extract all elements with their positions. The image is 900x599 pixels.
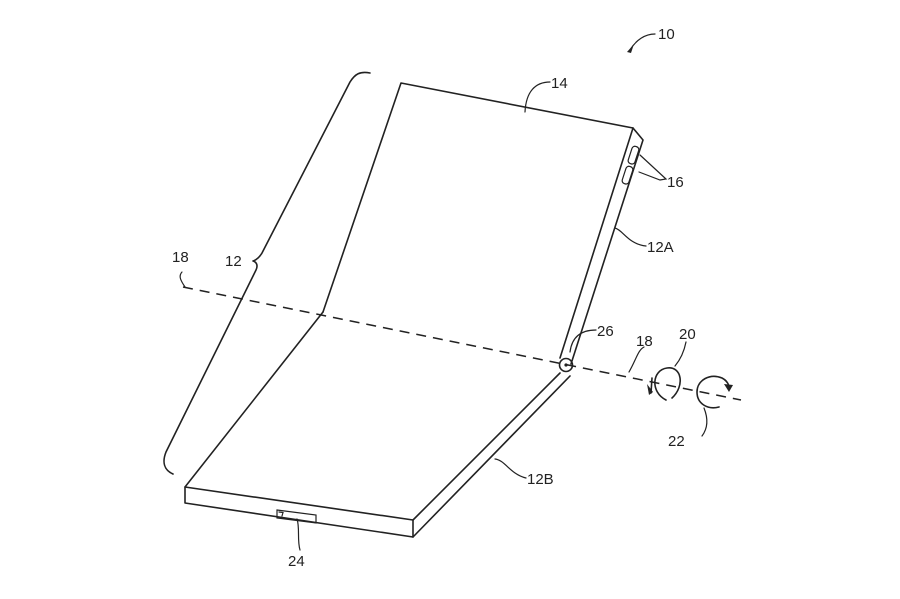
label-22: 22 xyxy=(668,433,685,450)
leader-10 xyxy=(629,33,656,51)
fold-axis-18 xyxy=(182,286,742,401)
leader-22 xyxy=(701,407,708,437)
label-20: 20 xyxy=(679,326,696,343)
leader-20 xyxy=(674,341,687,367)
leader-26 xyxy=(569,329,597,353)
leader-14 xyxy=(524,81,551,113)
label-18-right: 18 xyxy=(636,333,653,350)
lower-housing-12b xyxy=(184,311,571,538)
upper-side-edge xyxy=(570,127,644,365)
button-16-upper xyxy=(627,145,640,165)
leader-12b xyxy=(494,458,527,479)
connector-port-24 xyxy=(276,509,317,524)
bracket-12 xyxy=(163,71,371,475)
lower-face-outline xyxy=(184,311,561,521)
label-14: 14 xyxy=(551,75,568,92)
leader-18-left xyxy=(179,271,186,288)
upper-housing-12a xyxy=(322,82,644,365)
label-26: 26 xyxy=(597,323,614,340)
leader-18-right xyxy=(628,346,645,373)
label-10-group: 10 xyxy=(627,26,675,53)
arrowhead-10-icon xyxy=(627,44,634,53)
leader-16 xyxy=(638,154,668,181)
upper-face-outline xyxy=(322,82,634,359)
connector-port-notch xyxy=(278,511,284,517)
rotation-22-arrowhead-icon xyxy=(724,384,733,392)
rotation-arrow-22 xyxy=(696,375,733,409)
hinge-circle-icon xyxy=(558,357,574,373)
lower-front-face xyxy=(184,486,414,538)
leader-12a xyxy=(614,227,647,247)
rotation-20-curve xyxy=(654,367,681,401)
rotation-20-tail xyxy=(650,377,653,394)
label-12a: 12A xyxy=(647,239,674,256)
lower-side-edge xyxy=(412,375,571,538)
label-18-left: 18 xyxy=(172,249,189,266)
label-24: 24 xyxy=(288,553,305,570)
label-10: 10 xyxy=(658,26,675,43)
leader-24 xyxy=(296,518,301,551)
rotation-arrow-20 xyxy=(647,367,681,401)
label-12b: 12B xyxy=(527,471,554,488)
rotation-22-curve xyxy=(696,375,730,409)
label-16: 16 xyxy=(667,174,684,191)
label-12: 12 xyxy=(225,253,242,270)
button-16-lower xyxy=(621,165,634,185)
